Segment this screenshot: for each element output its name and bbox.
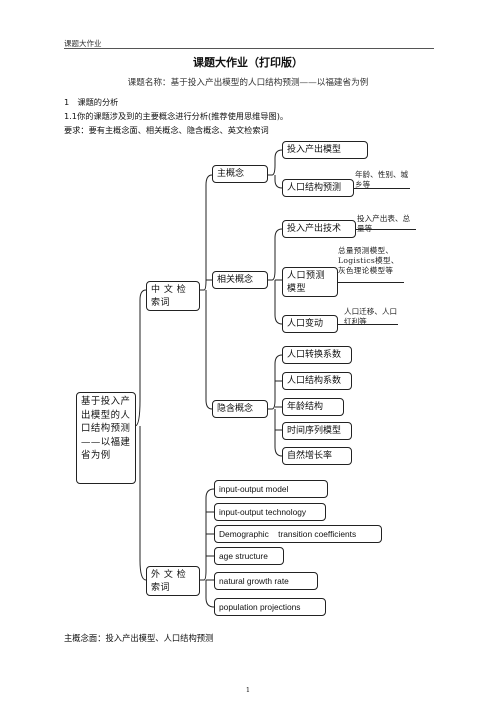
main-concept-note: 年龄、性别、城乡等: [355, 170, 409, 189]
header-label: 课题大作业: [64, 39, 102, 48]
header-rule: [64, 48, 434, 49]
main-concept-summary: 主概念面：投入产出模型、人口结构预测: [64, 633, 214, 643]
population-change-underline: [338, 324, 398, 325]
concept-natural-growth-rate: 自然增长率: [282, 447, 352, 465]
concept-io-technology: 投入产出技术: [282, 220, 356, 238]
io-technology-note: 投入产出表、总量等: [357, 214, 411, 233]
concept-population-change: 人口变动: [282, 315, 338, 333]
concept-structure-coefficient: 人口结构系数: [282, 372, 352, 390]
page-title: 课题大作业（打印版）: [193, 56, 303, 69]
section-heading: 1 课题的分析: [64, 97, 119, 107]
cn-keywords-node: 中 文 检索词: [146, 281, 200, 311]
concept-population-structure-forecast: 人口结构预测: [282, 179, 354, 197]
concept-transition-coefficient: 人口转换系数: [282, 346, 352, 364]
population-change-note: 人口迁移、人口红利等: [344, 307, 398, 326]
page-number: 1: [245, 686, 251, 694]
concept-population-forecast-model: 人口预测模型: [282, 267, 338, 297]
concept-input-output-model: 投入产出模型: [282, 141, 368, 159]
en-keywords-node: 外 文 检索词: [146, 566, 200, 596]
related-concept-node: 相关概念: [212, 271, 268, 289]
hidden-concept-node: 隐含概念: [212, 400, 268, 418]
main-note-underline: [354, 188, 410, 189]
forecast-model-note: 总量预测模型、Logistics模型、灰色理论模型等: [338, 246, 399, 275]
root-topic: 基于投入产出模型的人口结构预测——以福建省为例: [76, 392, 136, 484]
concept-age-structure: 年龄结构: [282, 398, 344, 416]
term-input-output-technology: input-output technology: [214, 503, 326, 521]
question-text: 1.1你的课题涉及到的主要概念进行分析(推荐使用思维导图)。: [64, 111, 289, 121]
subject-line: 课题名称：基于投入产出模型的人口结构预测——以福建省为例: [127, 78, 369, 88]
term-age-structure: age structure: [214, 547, 284, 565]
forecast-model-underline: [338, 282, 404, 283]
concept-time-series-model: 时间序列模型: [282, 422, 352, 440]
io-technology-underline: [356, 229, 416, 230]
term-natural-growth-rate: natural growth rate: [214, 572, 318, 590]
term-demographic-transition: Demographic transition coefficients: [214, 525, 382, 543]
term-input-output-model: input-output model: [214, 480, 328, 498]
main-concept-node: 主概念: [212, 165, 268, 183]
requirement-text: 要求：要有主概念面、相关概念、隐含概念、英文检索词: [64, 125, 269, 135]
term-population-projections: population projections: [214, 598, 326, 616]
